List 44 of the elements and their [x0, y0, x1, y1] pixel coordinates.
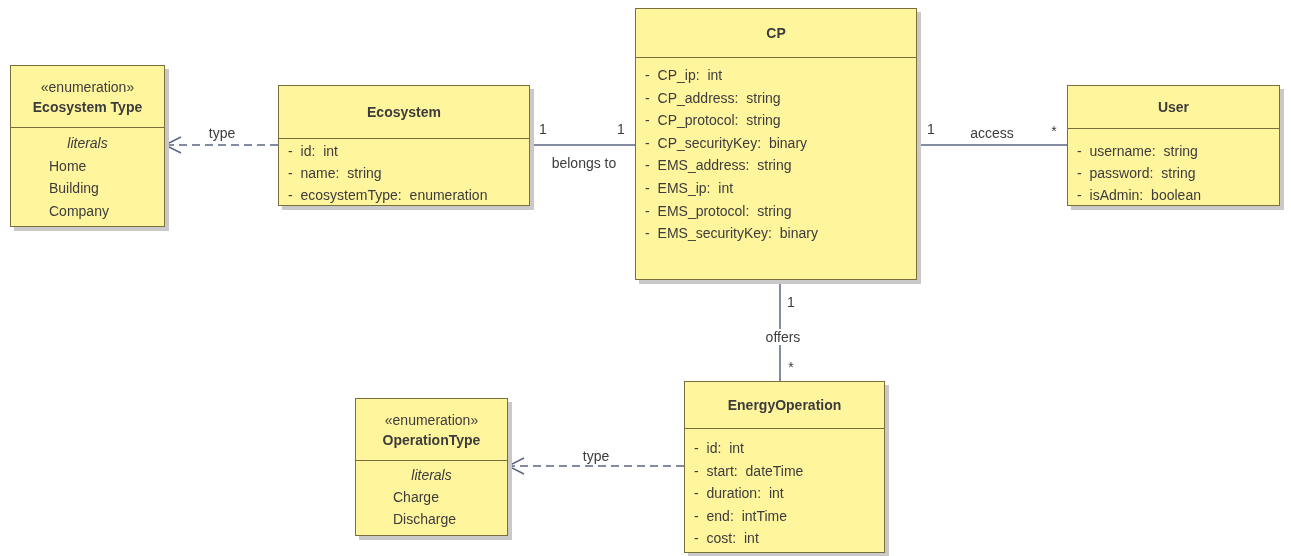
enumeration-name: OperationType	[382, 430, 481, 450]
literal: Building	[49, 180, 99, 196]
stereotype: «enumeration»	[384, 410, 479, 430]
attribute: - EMS_address: string	[645, 157, 792, 174]
attribute: - username: string	[1077, 143, 1198, 159]
attribute: - start: dateTime	[694, 462, 804, 479]
class-name: EnergyOperation	[727, 397, 842, 413]
literal: Company	[49, 202, 109, 219]
class-name: Ecosystem	[367, 104, 441, 120]
attribute: - CP_address: string	[645, 89, 781, 106]
attribute: - cost: int	[694, 530, 759, 546]
class-name: CP	[766, 25, 786, 41]
attribute: - password: string	[1077, 165, 1196, 181]
attribute: - CP_ip: int	[645, 67, 723, 83]
class-name: User	[1157, 99, 1190, 115]
literal: Discharge	[393, 511, 457, 527]
multiplicity-label: *	[1051, 123, 1057, 139]
multiplicity-label: 1	[617, 121, 625, 137]
edge-label: type	[206, 125, 238, 141]
multiplicity-label: *	[788, 359, 794, 375]
attribute: - end: intTime	[694, 507, 788, 524]
attribute: - isAdmin: boolean	[1077, 187, 1201, 203]
edge-label: type	[580, 448, 612, 464]
literal: Charge	[393, 489, 439, 505]
attribute: - CP_securityKey: binary	[645, 134, 808, 151]
stereotype: «enumeration»	[40, 77, 135, 97]
literal: Home	[49, 157, 87, 174]
edge-label: offers	[763, 329, 803, 345]
attribute: - EMS_securityKey: binary	[645, 225, 818, 242]
enumeration-name: Ecosystem Type	[32, 97, 143, 117]
attribute: - EMS_protocol: string	[645, 202, 792, 219]
edge-label: belongs to	[549, 155, 619, 171]
attribute: - name: string	[288, 165, 382, 181]
multiplicity-label: 1	[539, 121, 547, 137]
attribute: - ecosystemType: enumeration	[288, 187, 488, 203]
attribute: - id: int	[288, 143, 338, 159]
multiplicity-label: 1	[927, 121, 935, 137]
section-label: literals	[410, 467, 453, 483]
attribute: - EMS_ip: int	[645, 180, 734, 196]
attribute: - duration: int	[694, 485, 784, 501]
section-label: literals	[66, 135, 109, 151]
attribute: - CP_protocol: string	[645, 112, 781, 129]
attribute: - id: int	[694, 440, 744, 456]
multiplicity-label: 1	[787, 294, 795, 310]
